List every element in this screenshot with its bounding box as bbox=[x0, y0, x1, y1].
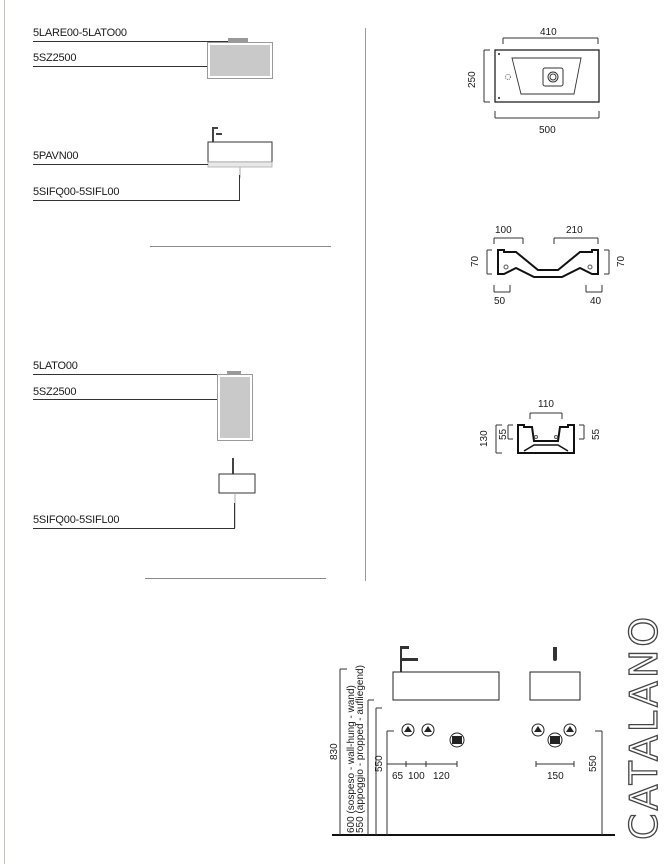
section-a-left-height: 70 bbox=[470, 255, 481, 267]
elevation-drawing bbox=[332, 646, 615, 836]
section-a-right-height: 70 bbox=[616, 255, 627, 267]
elevation-dim-120: 120 bbox=[433, 771, 450, 782]
plan-view-drawing bbox=[483, 37, 600, 119]
elevation-dim-65: 65 bbox=[392, 771, 404, 782]
elevation-total-height: 830 bbox=[329, 743, 340, 760]
mirror-code-label: 5SZ2500 bbox=[33, 386, 77, 398]
plan-depth: 250 bbox=[467, 71, 478, 88]
plan-width-bottom: 500 bbox=[539, 125, 556, 136]
code-label-top: 5LATO00 bbox=[33, 360, 78, 372]
section-b-total-height: 130 bbox=[479, 430, 490, 447]
elevation-right-height: 550 bbox=[588, 755, 599, 772]
section-a-top-right: 210 bbox=[566, 225, 583, 236]
section-a-drawing bbox=[486, 237, 610, 293]
leader-line bbox=[33, 164, 208, 165]
siphon-code-label: 5SIFQ00-5SIFL00 bbox=[33, 514, 120, 526]
section-a-top-left: 100 bbox=[495, 225, 512, 236]
section-a-bottom-right: 40 bbox=[590, 296, 602, 307]
section-b-drawing bbox=[495, 412, 585, 454]
elevation-dim-150: 150 bbox=[547, 771, 564, 782]
leader-line bbox=[33, 200, 239, 201]
section-b-top: 110 bbox=[538, 399, 554, 410]
basin-side-drawing bbox=[218, 458, 256, 528]
plan-width-top: 410 bbox=[540, 27, 557, 38]
mirror-bracket bbox=[228, 38, 248, 42]
section-a-bottom-left: 50 bbox=[494, 296, 506, 307]
section-b-left-height: 55 bbox=[498, 428, 509, 440]
leader-line bbox=[33, 528, 234, 529]
basin-code-label: 5PAVN00 bbox=[33, 150, 79, 162]
brand-logo: CATALANO bbox=[621, 613, 666, 841]
section-b-right-height: 55 bbox=[591, 428, 602, 440]
left-margin-rule bbox=[4, 0, 5, 864]
basin-side-drawing bbox=[207, 127, 273, 178]
mirror-bracket bbox=[227, 371, 241, 375]
section-separator bbox=[150, 246, 331, 247]
leader-line bbox=[33, 399, 219, 400]
mirror-drawing bbox=[218, 375, 252, 440]
leader-line bbox=[33, 41, 228, 42]
column-divider bbox=[365, 28, 366, 581]
leader-line bbox=[234, 503, 235, 529]
leader-line bbox=[33, 374, 230, 375]
section-separator bbox=[145, 578, 326, 579]
leader-line bbox=[239, 175, 240, 201]
siphon-code-label: 5SIFQ00-5SIFL00 bbox=[33, 186, 120, 198]
elevation-mount-note-2: 550 (appoggio - propped - aufliegend) bbox=[355, 665, 366, 833]
elevation-left-height: 550 bbox=[374, 755, 385, 772]
code-label-top: 5LARE00-5LATO00 bbox=[33, 27, 127, 39]
mirror-code-label: 5SZ2500 bbox=[33, 52, 77, 64]
leader-line bbox=[33, 66, 209, 67]
mirror-drawing bbox=[208, 43, 272, 78]
elevation-dim-100: 100 bbox=[408, 771, 425, 782]
